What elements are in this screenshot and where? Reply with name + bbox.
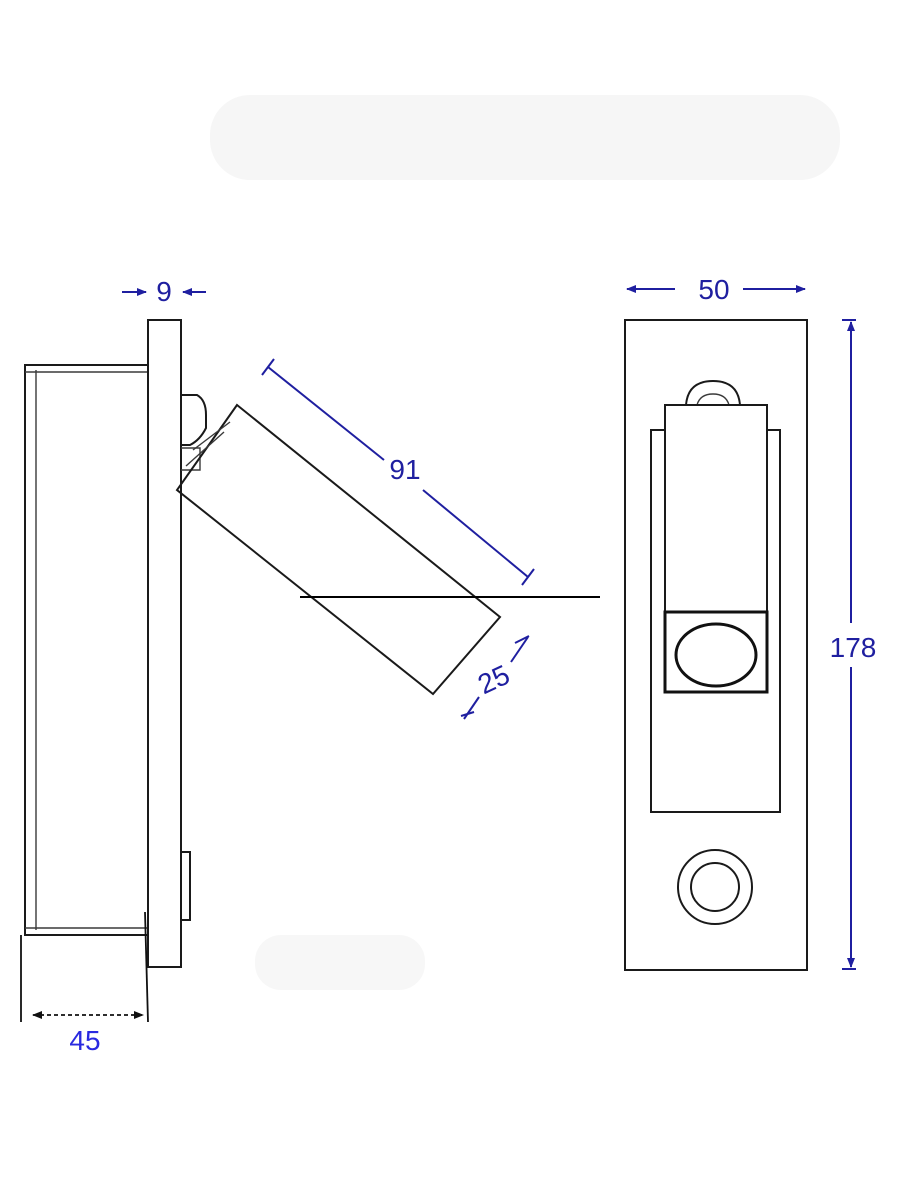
- background-blur: [210, 95, 840, 990]
- lamp-body: [664, 404, 768, 693]
- front-plate: [624, 319, 808, 971]
- side-view: [24, 319, 600, 968]
- lamp-slot: [650, 429, 781, 813]
- dim-lamp-diameter-label: 25: [473, 659, 514, 700]
- dim-lamp-diameter: 25: [460, 635, 530, 720]
- dim-depth-label: 45: [69, 1025, 100, 1056]
- front-switch: [677, 849, 753, 925]
- lens: [674, 622, 758, 688]
- dim-height-label: 178: [830, 632, 877, 663]
- dim-depth: 45: [20, 911, 149, 1056]
- dim-height: 178: [830, 319, 877, 970]
- lamp-head: [175, 403, 502, 696]
- side-switch: [181, 851, 191, 921]
- dim-width: 50: [626, 274, 806, 305]
- wall-box: [24, 364, 148, 936]
- dim-lamp-length: 91: [261, 358, 535, 586]
- top-knob: [685, 379, 741, 406]
- front-view: [624, 319, 808, 971]
- dim-plate-thickness-label: 9: [156, 276, 172, 307]
- dim-width-label: 50: [698, 274, 729, 305]
- face-plate: [147, 319, 182, 968]
- lens-housing: [663, 610, 769, 694]
- dim-lamp-length-label: 91: [389, 454, 420, 485]
- dim-plate-thickness: 9: [122, 276, 206, 307]
